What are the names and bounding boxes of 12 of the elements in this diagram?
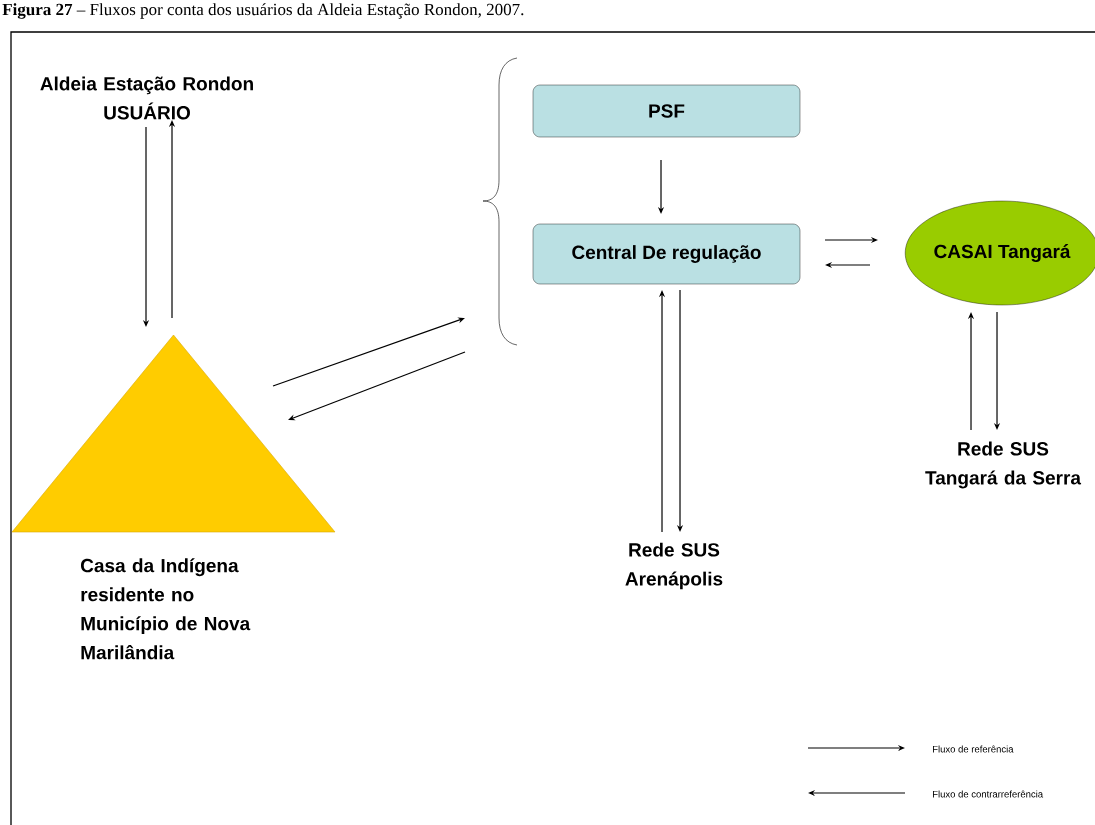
brace [482,57,518,346]
legend-label: Fluxo de referência [933,745,1014,753]
figure-title: Figura 27 – Fluxos por conta dos usuários da Aldeia Estação Rondon, 2007. [2,3,524,19]
process-box: PSF [532,84,801,138]
text-label: Casa da Indígena residente no Município de Nova Marilândia [81,558,251,660]
arrow [272,317,465,387]
text-label: Rede SUS Arenápolis [625,542,723,590]
arrow [288,351,466,421]
process-box: Central De regulação [532,223,801,285]
legend-label: Fluxo de contrarreferência [933,790,1044,798]
text-label: Rede SUS Tangará da Serra [925,441,1082,489]
text-label: Aldeia Estação Rondon USUÁRIO [40,76,253,120]
